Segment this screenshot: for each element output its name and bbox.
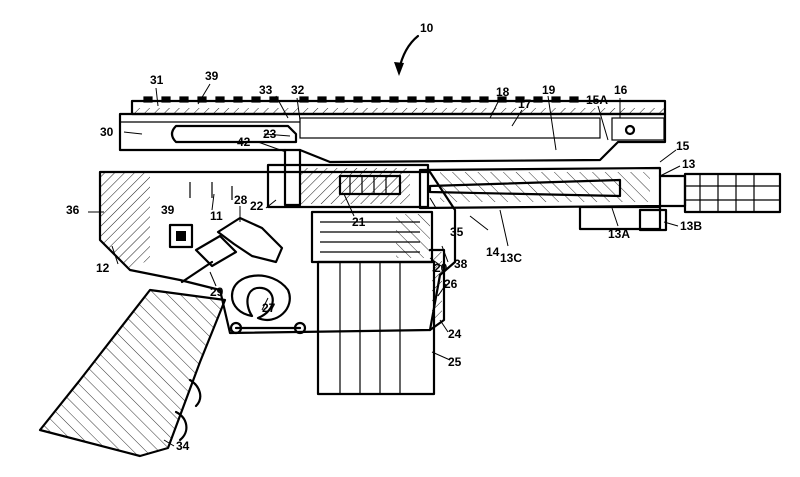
ref-27: 27 bbox=[262, 301, 276, 315]
bolt-carrier bbox=[266, 148, 430, 209]
ref-13b: 13B bbox=[680, 219, 703, 233]
pistol-grip bbox=[38, 260, 227, 458]
ref-21: 21 bbox=[352, 215, 366, 229]
assembly-arrow bbox=[394, 34, 420, 76]
ref-34: 34 bbox=[176, 439, 190, 453]
ref-13c: 13C bbox=[500, 251, 523, 265]
ref-39-rail: 39 bbox=[205, 69, 219, 83]
ref-38: 38 bbox=[454, 257, 468, 271]
ref-11: 11 bbox=[210, 209, 223, 223]
ref-18: 18 bbox=[496, 85, 510, 99]
trigger-group bbox=[194, 216, 307, 335]
ref-36: 36 bbox=[66, 203, 80, 217]
ref-15a: 15A bbox=[586, 93, 609, 107]
ref-28: 28 bbox=[234, 193, 248, 207]
ref-15: 15 bbox=[676, 139, 690, 153]
ref-13: 13 bbox=[682, 157, 696, 171]
ref-13a: 13A bbox=[608, 227, 631, 241]
ref-23: 23 bbox=[263, 127, 277, 141]
ref-42: 42 bbox=[237, 135, 251, 149]
upper-receiver bbox=[118, 112, 667, 164]
ref-19: 19 bbox=[542, 83, 556, 97]
ref-33: 33 bbox=[259, 83, 273, 97]
ref-39-pin: 39 bbox=[161, 203, 175, 217]
magazine bbox=[310, 210, 446, 396]
leader-lines bbox=[88, 83, 681, 447]
ref-29: 29 bbox=[210, 285, 224, 299]
ref-35: 35 bbox=[450, 225, 464, 239]
ref-22: 22 bbox=[250, 199, 264, 213]
barrel-assembly bbox=[418, 166, 782, 232]
ref-17: 17 bbox=[518, 97, 532, 111]
ref-31: 31 bbox=[150, 73, 164, 87]
ref-25: 25 bbox=[448, 355, 462, 369]
ref-20: 20 bbox=[434, 261, 448, 275]
ref-14: 14 bbox=[486, 245, 500, 259]
ref-30: 30 bbox=[100, 125, 114, 139]
ref-32: 32 bbox=[291, 83, 305, 97]
ref-16: 16 bbox=[614, 83, 628, 97]
flash-hider bbox=[683, 172, 782, 214]
lower-receiver bbox=[98, 170, 457, 335]
ref-12: 12 bbox=[96, 261, 110, 275]
ref-24: 24 bbox=[448, 327, 462, 341]
ref-assembly-10: 10 bbox=[420, 21, 434, 35]
ref-26: 26 bbox=[444, 277, 458, 291]
